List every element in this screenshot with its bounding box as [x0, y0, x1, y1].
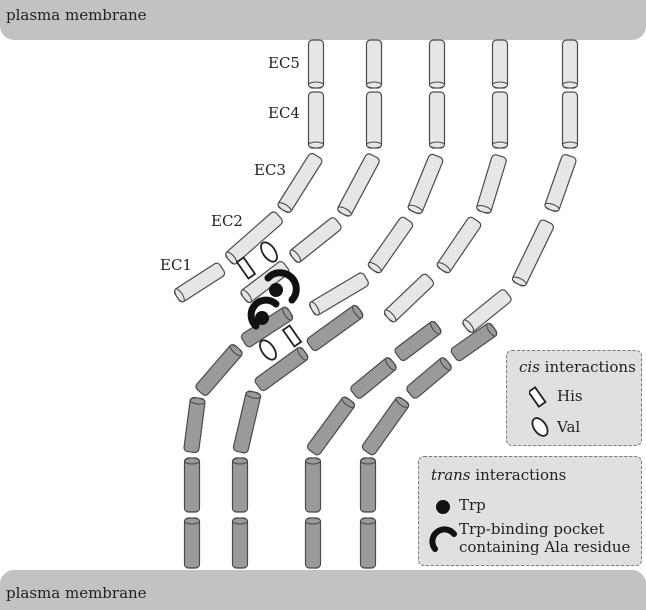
upper-cadherin-1-ec3 — [277, 152, 323, 214]
upper-cadherin-3-ec5 — [428, 39, 446, 89]
his-marker-lower — [281, 324, 303, 348]
lower-cadherin-4-ec4 — [359, 457, 377, 513]
lower-cadherin-2-ec4 — [231, 457, 249, 513]
ec1-label: EC1 — [160, 256, 192, 274]
cis-legend-title: cis interactions — [519, 358, 636, 376]
pocket-marker-2 — [264, 269, 300, 304]
bottom-plasma-membrane: plasma membrane — [0, 570, 646, 610]
upper-cadherin-2-ec5 — [365, 39, 383, 89]
lower-cadherin-2-ec1 — [306, 304, 364, 352]
upper-cadherin-4-ec2 — [436, 216, 482, 274]
lower-cadherin-domains — [183, 304, 498, 569]
upper-cadherin-5-ec5 — [561, 39, 579, 89]
upper-cadherin-1-ec4 — [307, 91, 325, 149]
upper-cadherin-4-ec5 — [491, 39, 509, 89]
lower-cadherin-4-ec2 — [406, 357, 452, 399]
upper-cadherin-5-ec4 — [561, 91, 579, 149]
ec5-label: EC5 — [268, 54, 300, 72]
interaction-markers — [235, 241, 303, 361]
lower-cadherin-3-ec5 — [304, 517, 322, 569]
pocket-label-line1: Trp-binding pocket — [459, 520, 605, 538]
upper-cadherin-1-ec5 — [307, 39, 325, 89]
lower-cadherin-1-ec5 — [183, 517, 201, 569]
pocket-icon — [429, 526, 457, 552]
upper-cadherin-1-ec1 — [173, 262, 226, 303]
lower-cadherin-3-ec4 — [304, 457, 322, 513]
his-marker-upper — [235, 256, 257, 280]
trp-label: Trp — [459, 496, 486, 514]
upper-cadherin-domains — [173, 39, 579, 333]
val-marker-lower — [259, 339, 277, 361]
upper-cadherin-3-ec1 — [309, 272, 369, 316]
pocket-label-line2: containing Ala residue — [459, 538, 631, 556]
lower-cadherin-4-ec1 — [450, 322, 498, 362]
upper-cadherin-3-ec2 — [367, 216, 414, 274]
upper-cadherin-2-ec2 — [289, 217, 342, 263]
trans-legend: trans interactions Trp Trp-binding pocke… — [418, 456, 642, 566]
top-plasma-membrane: plasma membrane — [0, 0, 646, 40]
ellipse-icon — [531, 417, 549, 437]
ec3-label: EC3 — [254, 161, 286, 179]
trans-legend-title: trans interactions — [431, 466, 567, 484]
lower-cadherin-2-ec5 — [231, 517, 249, 569]
upper-cadherin-3-ec4 — [428, 91, 446, 149]
upper-cadherin-3-ec3 — [407, 153, 444, 215]
upper-cadherin-4-ec3 — [476, 154, 507, 214]
ec2-label: EC2 — [211, 212, 243, 230]
upper-cadherin-1-ec2 — [225, 211, 283, 265]
cis-legend: cis interactions His Val — [506, 350, 642, 446]
val-marker-upper — [260, 241, 278, 263]
ec4-label: EC4 — [268, 104, 300, 122]
lower-cadherin-4-ec5 — [359, 517, 377, 569]
upper-cadherin-5-ec2 — [511, 219, 555, 287]
rectangle-icon — [529, 386, 547, 408]
lower-cadherin-1-ec4 — [183, 457, 201, 513]
upper-cadherin-2-ec3 — [337, 153, 380, 217]
his-label: His — [557, 387, 583, 405]
upper-cadherin-5-ec3 — [544, 154, 577, 212]
trp-marker-1 — [255, 311, 269, 325]
filled-circle-icon — [436, 500, 450, 514]
lower-cadherin-4-ec3 — [361, 396, 410, 456]
pocket-marker-1 — [247, 296, 280, 330]
val-label: Val — [557, 418, 581, 436]
upper-cadherin-5-ec1 — [462, 289, 512, 333]
lower-cadherin-3-ec2 — [350, 357, 397, 399]
upper-cadherin-4-ec4 — [491, 91, 509, 149]
lower-cadherin-1-ec2 — [195, 344, 243, 396]
lower-cadherin-1-ec3 — [183, 396, 206, 454]
upper-cadherin-4-ec1 — [383, 273, 435, 323]
top-membrane-label: plasma membrane — [6, 6, 147, 24]
lower-cadherin-2-ec3 — [232, 390, 262, 454]
trp-marker-2 — [269, 283, 283, 297]
upper-cadherin-2-ec4 — [365, 91, 383, 149]
lower-cadherin-3-ec1 — [394, 320, 442, 361]
bottom-membrane-label: plasma membrane — [6, 584, 147, 602]
lower-cadherin-2-ec2 — [254, 346, 309, 392]
lower-cadherin-3-ec3 — [306, 396, 356, 456]
